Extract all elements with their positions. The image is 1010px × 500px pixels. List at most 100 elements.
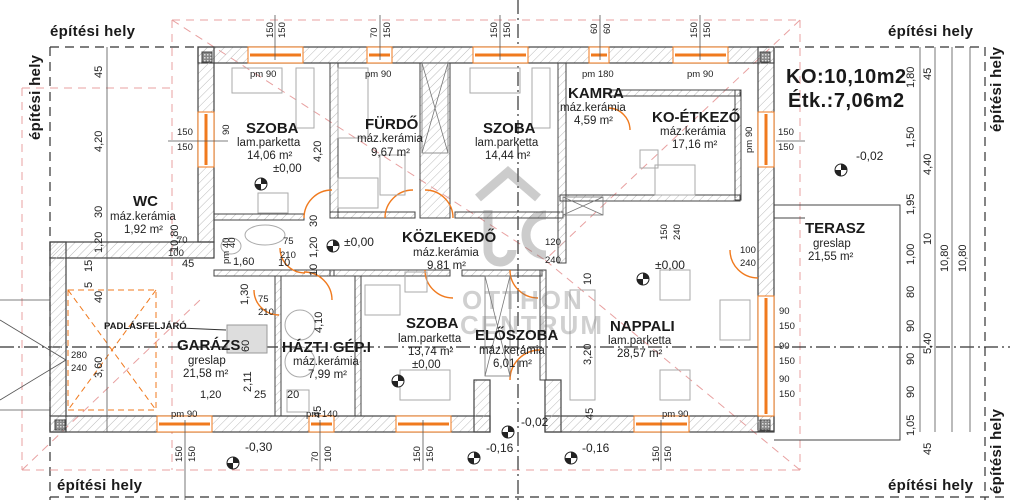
dim-interior: 240 [545,255,561,266]
dim-interior: 150 [659,224,670,240]
closet-x [421,62,604,377]
interior-walls [213,62,742,417]
pm-label: pm 90 [687,69,714,80]
dim-right: 90 [905,352,917,365]
room-area: 14,06 m² [247,150,293,162]
boundary-label-top-left: építési hely [50,23,136,40]
dim-sill: 150 [779,389,795,400]
dim-interior: 4,20 [312,140,324,162]
pm-label: pm 90 [365,69,392,80]
dim-sill: 150 [778,127,794,138]
dim-interior: 3,20 [582,343,594,365]
dim-left: 15 [83,259,95,272]
boundary-label-top-right: építési hely [888,23,974,40]
dim-interior: 1,60 [233,256,255,268]
dim-bottom: 100 [323,446,334,462]
pm-label: pm 180 [582,69,614,80]
dim-right-total: 10,80 [939,244,951,272]
boundary-label-bottom-right: építési hely [888,477,974,494]
terrace-outline [774,204,901,441]
dim-right: 80 [905,285,917,298]
room-area: 9,67 m² [371,147,410,159]
dim-top: 60 [602,23,613,34]
dim-sill: 150 [779,321,795,332]
dim-interior: 1,20 [308,236,320,258]
dim-right: 1,80 [905,66,917,88]
room-name: FÜRDŐ [365,116,419,133]
dim-bottom: 150 [425,446,436,462]
room-floor: lam.parketta [608,335,672,347]
room-name: WC [133,193,158,210]
dim-sill: 150 [778,142,794,153]
dimension-lines [0,15,971,500]
room-floor: lam.parketta [475,137,539,149]
room-floor: lam.parketta [237,137,301,149]
room-area: 17,16 m² [672,139,718,151]
dim-interior: 240 [71,363,87,374]
watermark-line2: CENTRUM [460,310,604,340]
dim-sill: 150 [779,356,795,367]
dim-interior: 10 [278,257,291,269]
watermark-line1: OTTHON [462,285,584,315]
attic-access-label: PADLÁSFELJÁRÓ [104,321,187,332]
room-name: GARÁZS [177,337,241,354]
room-area: 6,01 m² [493,358,532,370]
dim-left: 5 [83,281,95,288]
dim-interior: 90 [221,124,232,135]
dim-top: 150 [265,22,276,38]
dim-interior: 20 [287,389,300,401]
dim-interior: 1,30 [239,283,251,305]
room-area: 28,57 m² [617,348,663,360]
dim-interior: 210 [280,250,296,261]
dim-left: 4,20 [93,130,105,152]
dim-right: 1,05 [905,414,917,436]
dim-interior: 75 [258,294,269,305]
room-name: SZOBA [483,120,536,137]
room-floor: greslap [188,355,226,367]
dim-left: 30 [93,205,105,218]
pm-label: pm 90 [250,69,277,80]
room-name: HÁZT.I GÉP.I [282,339,371,356]
room-area: 13,74 m² [408,346,454,358]
boundary-label-right-top: építési hely [988,46,1005,132]
room-name: TERASZ [805,220,865,237]
room-name: SZOBA [406,315,459,332]
room-area: 1,92 m² [124,224,163,236]
dim-interior: 40 [227,237,238,248]
pm-label: pm 140 [306,409,338,420]
dim-interior: 240 [672,224,683,240]
dim-right: 1,95 [905,193,917,215]
room-area: 21,58 m² [183,368,229,380]
dim-interior: 45 [182,258,195,270]
dim-left: 3,60 [93,356,105,378]
room-floor: lam.parketta [398,333,462,345]
dim-interior: 2,11 [242,371,254,392]
room-name: KO-ÉTKEZŐ [652,109,741,126]
dim-right-total: 10,80 [957,244,969,272]
room-floor: máz.kerámia [479,345,545,357]
room-floor: máz.kerámia [660,126,726,138]
boundary-label-right-bottom: építési hely [988,408,1005,494]
dim-bottom: 150 [663,446,674,462]
dim-right-2: 45 [922,67,934,80]
room-floor: máz.kerámia [357,133,423,145]
dim-top: 70 [369,27,380,38]
room-area: 7,99 m² [308,369,347,381]
room-area: 4,59 m² [574,115,613,127]
dim-right: 1,50 [905,126,917,148]
dim-right-2: 4,40 [922,153,934,175]
room-level: ±0,00 [344,235,374,249]
room-area: 21,55 m² [808,251,854,263]
room-level: ±0,00 [273,163,302,175]
dim-sill: 150 [177,142,193,153]
room-name: KÖZLEKEDŐ [402,229,497,246]
dim-interior: 100 [168,248,184,259]
dim-bottom: 150 [174,446,185,462]
dim-sill: 150 [177,127,193,138]
dim-top: 150 [382,22,393,38]
room-level: ±0,00 [655,258,685,272]
dim-bottom: 150 [412,446,423,462]
dim-top: 60 [589,23,600,34]
room-area: 9,81 m² [427,260,466,272]
